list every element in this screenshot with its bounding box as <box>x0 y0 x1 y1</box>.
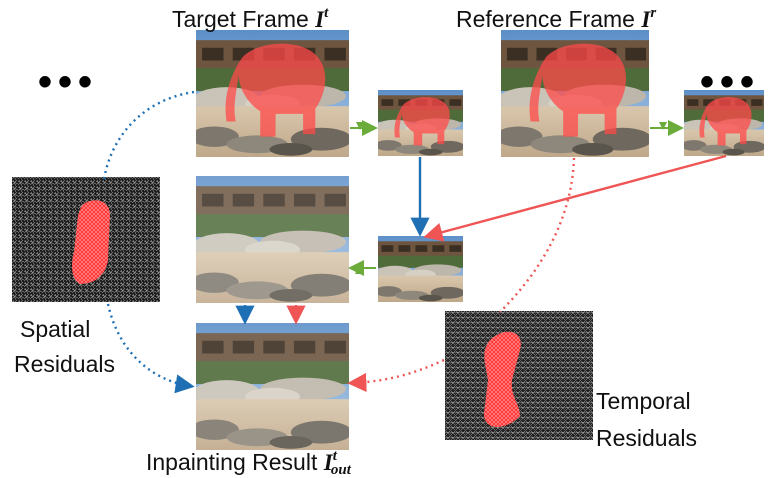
target-frame-image <box>196 30 349 157</box>
red-solid-arrow <box>423 154 727 242</box>
downsample-marker-target <box>356 122 364 130</box>
blue-dotted-arrow-bottom <box>106 303 195 394</box>
inpainting-result-image <box>196 323 349 450</box>
reference-frame-label: Reference Frame Ir <box>456 5 657 32</box>
ellipsis-right: ••• <box>700 60 761 104</box>
downsampled-target-image <box>378 90 463 156</box>
temporal-residuals-image <box>445 311 593 440</box>
temporal-residuals-label: Temporal Residuals <box>596 388 697 451</box>
upsample-marker <box>355 266 363 274</box>
red-dotted-arrow-bottom <box>347 358 445 393</box>
blue-dotted-arrow-top <box>102 90 195 181</box>
reference-frame-image <box>501 30 649 157</box>
spatial-residuals-label: Spatial Residuals <box>14 316 115 377</box>
red-dotted-arrow-top <box>499 157 576 313</box>
ellipsis-left: ••• <box>38 60 99 104</box>
inpainting-result-label: Inpainting Result Itout <box>146 448 351 478</box>
coarse-inpainted-image <box>196 176 349 303</box>
target-frame-label: Target Frame It <box>172 5 329 32</box>
downsample-marker-reference <box>659 122 667 130</box>
small-inpainted-image <box>378 236 463 302</box>
spatial-residuals-image <box>12 177 160 302</box>
